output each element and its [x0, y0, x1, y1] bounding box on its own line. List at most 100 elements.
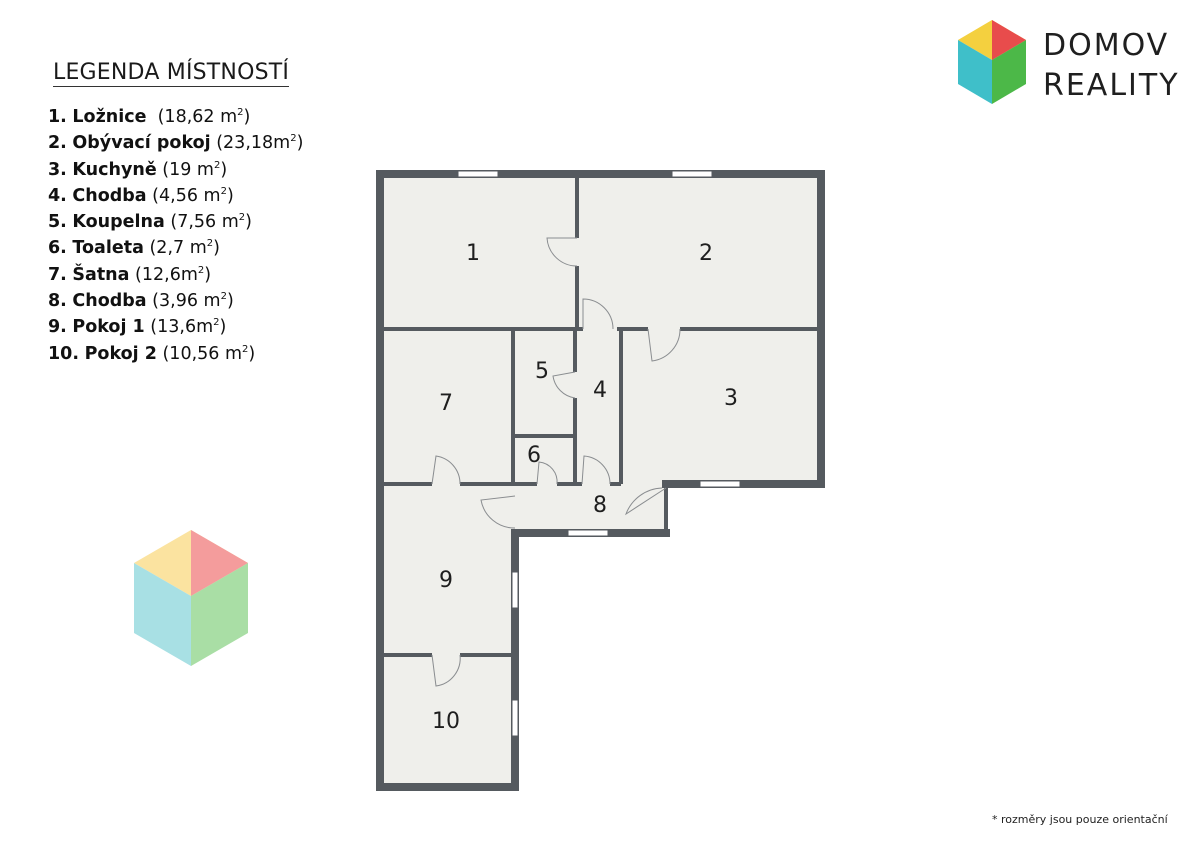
legend-item-suffix: ) [296, 133, 304, 154]
room-label-10: 10 [432, 709, 460, 734]
legend-item-area: (2,7 m [149, 238, 207, 259]
legend-item: 2. Obývací pokoj (23,18m2) [48, 126, 304, 154]
legend-item-suffix: ) [243, 106, 251, 127]
door-4-8-icon [581, 455, 611, 485]
legend-item-name: Kuchyně [72, 159, 157, 180]
door-9-10-icon [431, 654, 461, 687]
door-2-3-icon [647, 328, 681, 362]
legend-item-number: 10. [48, 343, 80, 364]
legend-item-suffix: ) [245, 212, 252, 233]
legend-item-unit-sup: 2 [206, 238, 214, 250]
legend-item-number: 3. [48, 159, 67, 180]
room-label-1: 1 [466, 241, 480, 266]
legend-item-name: Chodba [72, 185, 147, 206]
legend-item: 1. Ložnice (18,62 m2) [48, 100, 303, 127]
legend-item-name: Toaleta [72, 238, 144, 259]
window-room-2 [671, 170, 713, 178]
legend-item-number: 9. [48, 317, 67, 338]
deco-top-right-face [191, 530, 248, 596]
brand-logo-cube-icon [958, 20, 1026, 104]
legend-item-suffix: ) [219, 317, 227, 338]
legend-item-suffix: ) [226, 290, 234, 311]
legend-item: 9. Pokoj 1 (13,6m2) [48, 310, 303, 338]
door-7-9-icon [431, 455, 461, 485]
legend-item-suffix: ) [248, 343, 256, 364]
legend-item-unit-sup: 2 [220, 291, 227, 303]
room-label-9: 9 [439, 568, 453, 593]
legend-item-name: Ložnice [72, 106, 147, 127]
legend-item-unit-sup: 2 [238, 212, 246, 224]
legend-item-area: (23,18m [216, 133, 291, 154]
room-label-3: 3 [724, 386, 738, 411]
legend-item-unit-sup: 2 [290, 133, 297, 145]
legend-item-unit-sup: 2 [220, 185, 227, 197]
legend-item: 4. Chodba (4,56 m2) [48, 179, 303, 206]
cube-top-right-face [992, 20, 1026, 60]
legend-item-area: (3,96 m [152, 290, 221, 311]
doors [431, 237, 681, 687]
legend-item-name: Pokoj 1 [72, 317, 145, 338]
legend-item-unit-sup: 2 [242, 343, 249, 355]
legend-item-name: Chodba [72, 290, 147, 311]
window-room-3 [699, 480, 741, 488]
window-room-10 [511, 699, 519, 737]
window-room-1 [457, 170, 499, 178]
legend-item-unit-sup: 2 [237, 107, 244, 118]
deco-right-face [191, 563, 248, 666]
legend-item-unit-sup: 2 [213, 317, 220, 329]
legend-item-number: 4. [48, 185, 67, 206]
legend-item: 8. Chodba (3,96 m2) [48, 284, 303, 311]
legend-item-number: 6. [48, 238, 67, 259]
legend-item-suffix: ) [204, 264, 212, 285]
legend-item-suffix: ) [213, 238, 220, 259]
legend-item-number: 7. [48, 264, 67, 285]
door-4-2-icon [582, 298, 614, 330]
legend-item-number: 8. [48, 290, 67, 311]
door-5-icon [552, 371, 576, 399]
legend-item-name: Obývací pokoj [72, 133, 211, 154]
legend-item-name: Pokoj 2 [84, 343, 157, 364]
room-label-5: 5 [535, 359, 549, 384]
legend-item-area: (12,6m [135, 264, 198, 285]
legend-item-number: 2. [48, 133, 67, 154]
legend-item: 7. Šatna (12,6m2) [48, 258, 303, 285]
legend-item-name: Šatna [72, 264, 130, 285]
door-9-8-icon [480, 495, 516, 529]
entrance-door-icon [625, 487, 667, 516]
room-label-7: 7 [439, 391, 453, 416]
window-room-8 [567, 529, 609, 537]
legend-title: LEGENDA MÍSTNOSTÍ [53, 60, 290, 87]
door-6-icon [536, 461, 558, 485]
legend-item: 5. Koupelna (7,56 m2) [48, 205, 303, 233]
legend-item-number: 1. [48, 106, 67, 127]
legend-item: 10. Pokoj 2 (10,56 m2) [48, 337, 303, 364]
brand-line-2: REALITY [1043, 68, 1180, 103]
room-label-6: 6 [527, 443, 541, 468]
legend-item-number: 5. [48, 212, 67, 233]
legend-item-area: (18,62 m [157, 106, 238, 127]
room-label-8: 8 [593, 493, 607, 518]
legend-item-suffix: ) [220, 159, 228, 180]
door-1-2-icon [546, 237, 578, 267]
legend-item-area: (4,56 m [152, 185, 221, 206]
deco-left-face [134, 563, 191, 666]
legend-item: 3. Kuchyně (19 m2) [48, 153, 303, 179]
legend-list: 1. Ložnice (18,62 m2) 2. Obývací pokoj (… [48, 100, 304, 364]
legend-item: 6. Toaleta (2,7 m2) [48, 231, 303, 259]
legend-item-area: (10,56 m [162, 343, 243, 364]
brand-name: DOMOV REALITY [1043, 26, 1180, 106]
room-label-2: 2 [699, 241, 713, 266]
cube-right-face [992, 40, 1026, 104]
cube-left-face [958, 40, 992, 104]
interior-walls [380, 174, 821, 657]
legend-item-suffix: ) [226, 185, 234, 206]
legend-item-unit-sup: 2 [213, 159, 221, 171]
legend-item-area: (13,6m [150, 317, 214, 338]
legend-item-area: (19 m [162, 159, 214, 180]
legend-item-area: (7,56 m [170, 212, 239, 233]
footnote: * rozměry jsou pouze orientační [992, 813, 1168, 826]
brand-line-1: DOMOV [1043, 28, 1170, 63]
decorative-cube-icon [134, 530, 248, 666]
legend-item-unit-sup: 2 [197, 264, 205, 276]
